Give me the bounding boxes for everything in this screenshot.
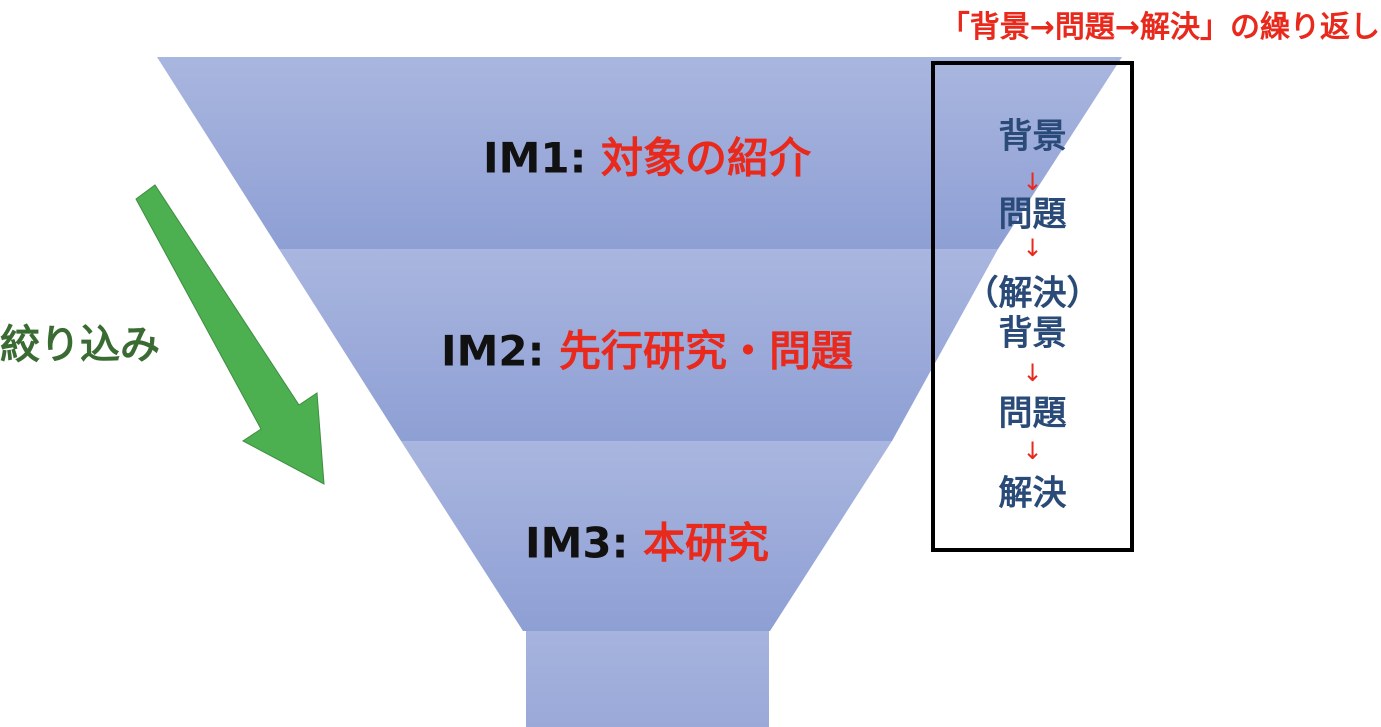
funnel-band-im2 xyxy=(279,249,998,441)
cycle-item: 問題 xyxy=(998,194,1067,235)
cycle-title: 「背景→問題→解決」の繰り返し xyxy=(939,10,1380,45)
funnel-neck xyxy=(526,631,769,727)
stage-prefix: IM1: xyxy=(482,133,602,183)
cycle-item: 解決 xyxy=(998,473,1067,514)
narrowing-label: 絞り込み xyxy=(0,322,160,368)
down-arrow-icon: ↓ xyxy=(1022,168,1043,196)
cycle-item: 問題 xyxy=(998,393,1067,434)
stage-label-im2: IM2: 先行研究・問題 xyxy=(441,318,853,379)
stage-text: 本研究 xyxy=(643,518,770,568)
stage-text: 対象の紹介 xyxy=(601,133,812,183)
funnel-band-im1 xyxy=(157,57,1122,249)
funnel-band-im3 xyxy=(401,441,892,631)
stage-prefix: IM3: xyxy=(524,518,644,568)
cycle-item: 背景 xyxy=(998,116,1067,157)
stage-prefix: IM2: xyxy=(440,326,560,376)
narrowing-arrow xyxy=(135,184,325,485)
stage-label-im3: IM3: 本研究 xyxy=(525,510,769,571)
stage-text: 先行研究・問題 xyxy=(559,326,854,376)
cycle-item: （解決） xyxy=(964,273,1101,314)
cycle-box: 背景 ↓ 問題 ↓ （解決） 背景 ↓ 問題 ↓ 解決 xyxy=(931,61,1134,552)
stage-label-im1: IM1: 対象の紹介 xyxy=(483,125,811,186)
down-arrow-icon: ↓ xyxy=(1022,437,1043,465)
down-arrow-icon: ↓ xyxy=(1022,359,1043,387)
down-arrow-icon: ↓ xyxy=(1022,234,1043,262)
cycle-item: 背景 xyxy=(998,313,1067,354)
